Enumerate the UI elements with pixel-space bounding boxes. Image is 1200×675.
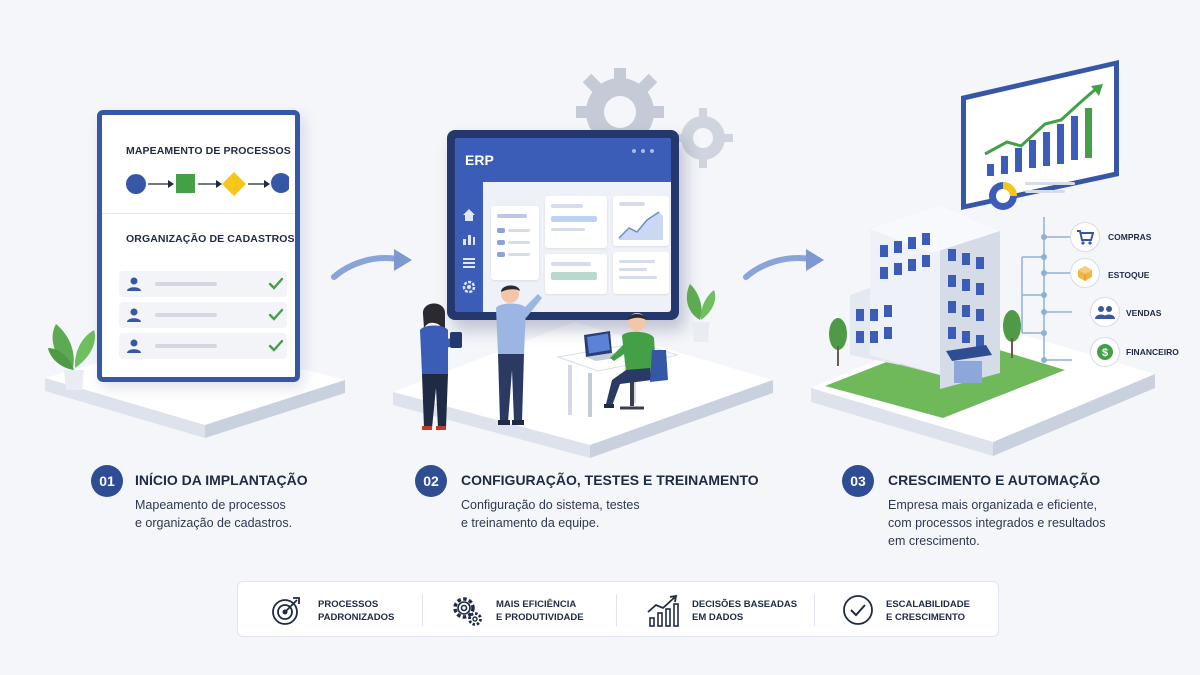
svg-text:$: $ bbox=[1102, 347, 1108, 359]
step-description: Configuração do sistema, testes e treina… bbox=[461, 498, 640, 530]
woman-with-tablet bbox=[420, 303, 462, 430]
bar-chart-icon bbox=[463, 235, 475, 245]
dashboard-panel bbox=[613, 252, 669, 294]
module-label: COMPRAS bbox=[1108, 232, 1152, 242]
check-icon bbox=[268, 277, 284, 290]
process-mapping-card: MAPEAMENTO DE PROCESSOS ORGANIZAÇÃO DE C… bbox=[97, 110, 300, 382]
dollar-icon: $ bbox=[1097, 344, 1113, 360]
dashboard-panel bbox=[545, 254, 607, 294]
tree-decoration bbox=[1003, 310, 1021, 358]
chart-panel bbox=[613, 196, 669, 246]
check-icon bbox=[268, 339, 284, 352]
step-title: CONFIGURAÇÃO, TESTES E TREINAMENTO bbox=[461, 472, 759, 488]
step-number-badge: 02 bbox=[415, 465, 447, 497]
standing-man bbox=[496, 285, 542, 425]
flow-start-node bbox=[126, 174, 146, 194]
seated-person bbox=[604, 313, 668, 410]
cad-row bbox=[119, 302, 287, 328]
office-building bbox=[850, 205, 1000, 389]
user-icon bbox=[127, 308, 141, 322]
plant-decoration bbox=[48, 324, 96, 390]
cad-row bbox=[119, 333, 287, 359]
home-icon bbox=[463, 209, 475, 221]
module-vendas bbox=[1090, 297, 1120, 327]
module-label: ESTOQUE bbox=[1108, 270, 1150, 280]
tree-decoration bbox=[829, 318, 847, 366]
growth-chart-card bbox=[961, 60, 1119, 210]
step-description: Mapeamento de processos e organização de… bbox=[135, 498, 293, 530]
gears-decoration bbox=[576, 68, 733, 168]
process-flow-diagram bbox=[126, 172, 289, 196]
cart-icon bbox=[1077, 230, 1094, 245]
flow-end-node bbox=[271, 173, 289, 193]
benefit-divider bbox=[814, 594, 815, 626]
step-number-badge: 01 bbox=[91, 465, 123, 497]
benefit-divider bbox=[616, 594, 617, 626]
module-connections bbox=[1021, 217, 1072, 363]
benefit-label: PROCESSOS PADRONIZADOS bbox=[318, 599, 395, 623]
module-label: VENDAS bbox=[1126, 308, 1162, 318]
erp-monitor: ERP bbox=[447, 130, 679, 320]
cad-organization-title: ORGANIZAÇÃO DE CADASTROS bbox=[126, 233, 295, 245]
box-icon bbox=[1078, 266, 1092, 281]
flow-process-node bbox=[176, 174, 195, 193]
step-description: Empresa mais organizada e eficiente, com… bbox=[888, 498, 1106, 548]
target-icon bbox=[272, 597, 300, 625]
people-icon bbox=[1095, 306, 1115, 319]
gears-icon bbox=[453, 597, 482, 626]
flow-decision-node bbox=[222, 172, 246, 196]
module-compras bbox=[1070, 222, 1100, 252]
module-label: FINANCEIRO bbox=[1126, 347, 1179, 357]
benefit-label: ESCALABILIDADE E CRESCIMENTO bbox=[886, 599, 970, 623]
user-icon bbox=[127, 277, 141, 291]
plant-decoration bbox=[686, 284, 716, 342]
dashboard-panel bbox=[491, 206, 539, 280]
module-financeiro: $ bbox=[1090, 337, 1120, 367]
step-title: CRESCIMENTO E AUTOMAÇÃO bbox=[888, 472, 1101, 488]
step-title: INÍCIO DA IMPLANTAÇÃO bbox=[135, 472, 308, 488]
window-dots bbox=[632, 149, 654, 153]
growth-chart-icon bbox=[647, 594, 679, 627]
benefits-bar: PROCESSOS PADRONIZADOS MAIS EFICIÊNCIA E… bbox=[237, 581, 999, 637]
benefit-divider bbox=[422, 594, 423, 626]
card-divider bbox=[102, 213, 295, 214]
settings-icon bbox=[462, 280, 476, 294]
benefit-label: DECISÕES BASEADAS EM DADOS bbox=[692, 599, 798, 623]
list-icon bbox=[463, 258, 475, 268]
process-mapping-title: MAPEAMENTO DE PROCESSOS bbox=[126, 145, 291, 157]
erp-screen: ERP bbox=[455, 138, 671, 312]
step-number-badge: 03 bbox=[842, 465, 874, 497]
check-circle-icon bbox=[843, 595, 873, 625]
dashboard-panel bbox=[545, 196, 607, 248]
module-estoque bbox=[1070, 258, 1100, 288]
benefit-label: MAIS EFICIÊNCIA E PRODUTIVIDADE bbox=[496, 599, 584, 623]
user-icon bbox=[127, 339, 141, 353]
cad-row bbox=[119, 271, 287, 297]
check-icon bbox=[268, 308, 284, 321]
stage-arrow-1 bbox=[331, 249, 412, 280]
stage-arrow-2 bbox=[743, 249, 824, 280]
erp-title: ERP bbox=[465, 152, 494, 168]
